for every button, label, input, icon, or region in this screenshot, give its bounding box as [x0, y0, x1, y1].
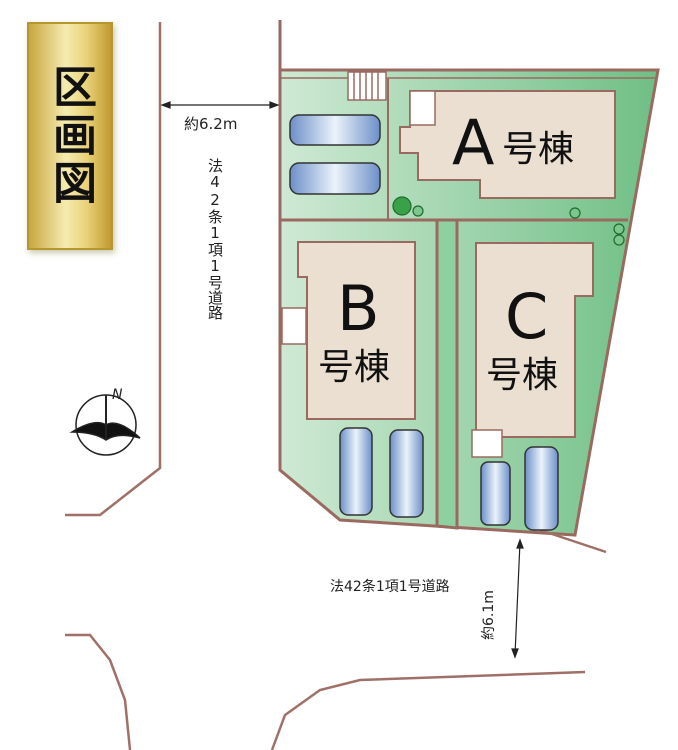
- title-text: 区画図: [45, 64, 96, 208]
- building-b-entrance: [281, 307, 307, 345]
- road-edge-south-left: [65, 633, 132, 750]
- lot-c-suffix: 号棟: [486, 355, 559, 396]
- road-edge-west: [65, 22, 162, 517]
- car-icon: [524, 446, 559, 531]
- lot-b-suffix: 号棟: [318, 347, 391, 388]
- car-icon: [339, 427, 373, 516]
- car-icon: [480, 461, 511, 526]
- road-edge-south-right: [270, 670, 586, 750]
- lot-c-letter: C: [505, 280, 549, 353]
- road-south-label: 法42条1項1号道路: [330, 579, 450, 595]
- road-west-label: 法42条1項1号道路: [206, 158, 224, 320]
- car-icon: [389, 429, 424, 518]
- building-a: [399, 90, 616, 199]
- car-icon: [289, 114, 381, 146]
- road-edge-south-east: [539, 528, 607, 554]
- building-a-entrance: [409, 90, 436, 126]
- walkway: [435, 218, 459, 530]
- dimension-arrow-west: [160, 101, 280, 109]
- building-b: [297, 241, 416, 420]
- building-c-entrance: [471, 429, 503, 458]
- compass-north-label: N: [112, 387, 123, 403]
- tree-icon: [392, 196, 412, 216]
- shrub-icon: [613, 223, 625, 235]
- trees: [392, 196, 625, 246]
- dimension-arrow-south: [511, 538, 524, 659]
- parked-cars: [289, 114, 559, 531]
- lot-b-letter: B: [337, 272, 380, 345]
- road-south-width: 約6.1m: [481, 590, 497, 640]
- steps: [347, 71, 387, 101]
- compass-icon: [69, 394, 141, 456]
- title-plaque: 区画図: [27, 22, 113, 250]
- road-west-width: 約6.2m: [184, 115, 238, 133]
- lot-a-suffix: 号棟: [502, 129, 575, 170]
- shrub-icon: [613, 234, 625, 246]
- shrub-icon: [569, 207, 581, 219]
- car-icon: [289, 162, 381, 195]
- lot-a-letter: A: [452, 106, 495, 179]
- shrub-icon: [412, 205, 424, 217]
